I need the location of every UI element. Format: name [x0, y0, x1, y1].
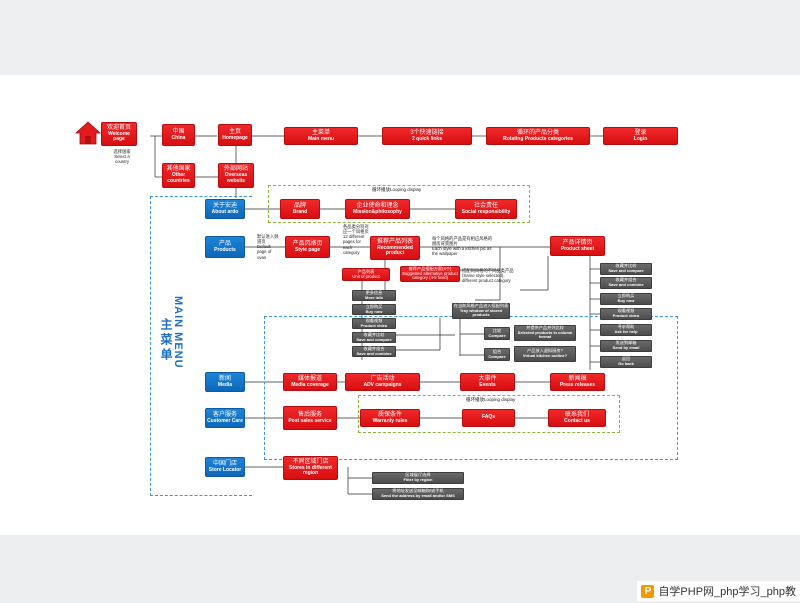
- faqs-box[interactable]: FAQs: [462, 409, 515, 427]
- loop-label-about: 循环播放Looping display: [372, 187, 422, 192]
- loop-region-about: [268, 185, 530, 223]
- loop-region-service: [358, 395, 620, 433]
- home-icon[interactable]: [74, 121, 102, 145]
- welcome-page-box[interactable]: 欢迎首页 Welcome page: [101, 122, 137, 146]
- main-menu-zh: 主菜单: [159, 318, 173, 363]
- site-watermark: P 自学PHP网_php学习_php教: [637, 581, 800, 601]
- main-menu-region: [150, 196, 252, 496]
- suggested-alternative-box[interactable]: 推荐产品搭配方案(4个)Suggested alternative produc…: [400, 266, 460, 282]
- virtual-kitchen-box[interactable]: 产品放入虚拟厨房?Virtual kitchen outline?: [514, 346, 576, 362]
- same-style-note: 搭配同风格的不同品类产品(Same style selected), diffe…: [462, 268, 514, 284]
- main-menu-en: MAIN MENU: [172, 296, 184, 369]
- top-band: [0, 0, 800, 75]
- loop-label-service: 循环播放Looping display: [466, 397, 516, 402]
- diagram-canvas: [0, 75, 800, 535]
- php-logo-icon: P: [641, 584, 655, 598]
